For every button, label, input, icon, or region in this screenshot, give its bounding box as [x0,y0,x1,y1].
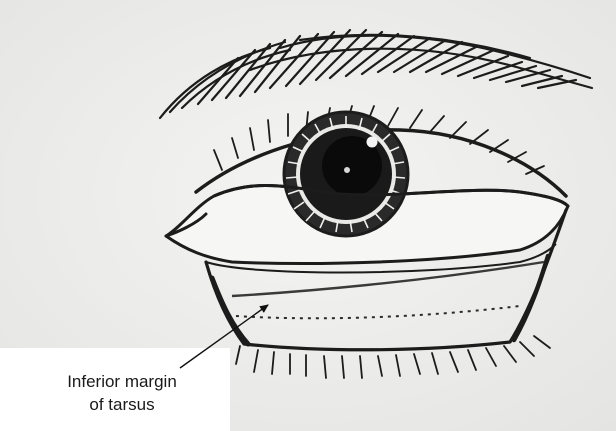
highlight-large [367,137,378,148]
annotation-label-line-1: Inferior margin [67,372,177,391]
annotation-label-line-2: of tarsus [89,395,154,414]
highlight-small [344,167,350,173]
